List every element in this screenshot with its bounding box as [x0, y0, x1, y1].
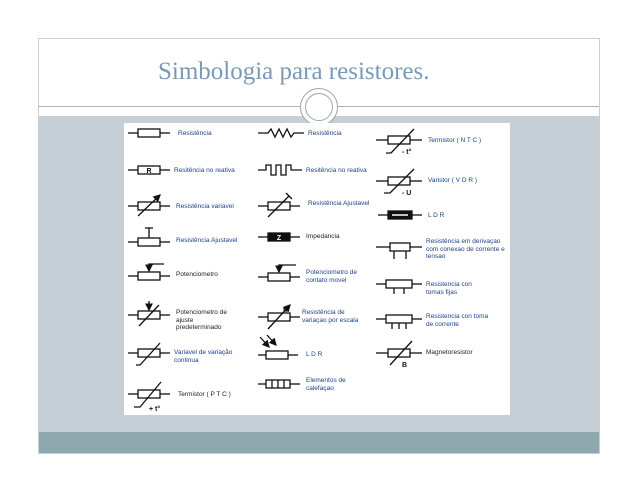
c2-r1-label: Resistência: [308, 130, 342, 137]
c3-r6-label: Resistencia con toma de corrente: [426, 313, 489, 328]
c1-r5-label: Potenciometro: [176, 271, 218, 278]
c1-r6-preset-potentiometer-symbol: [128, 301, 170, 327]
c2-r7-label: L D R: [306, 351, 323, 358]
c3-r3-label: L D R: [428, 212, 445, 219]
footer-band: [39, 432, 599, 453]
c2-r5-moving-contact-potentiometer-symbol: [258, 264, 300, 282]
c1-r5-potentiometer-symbol: [128, 263, 170, 281]
c3-r3-ldr-symbol: [378, 210, 422, 220]
c2-r3-label: Resistência Ajustavel: [308, 200, 370, 207]
c2-r4-code: Z: [277, 235, 282, 242]
c2-r6-stepped-variable-resistor-symbol: [258, 304, 300, 330]
c3-r5-fixed-taps-resistor-symbol: [376, 279, 422, 294]
c2-r8-heating-element-symbol: [258, 379, 300, 389]
c1-r7-continuous-variable-resistor-symbol: [128, 342, 170, 366]
c3-r6-current-tap-resistor-symbol: [376, 314, 422, 329]
c1-r1-resistor-symbol: [128, 128, 170, 138]
c2-r2-non-reactive-resistor-symbol: [258, 164, 302, 176]
c1-r1-label: Resistência: [178, 130, 212, 137]
c3-r4-label: Resistência em derivaçao com conexao de …: [426, 238, 505, 260]
c3-r7-magnetoresistor-symbol: B: [376, 340, 422, 369]
c3-r2-mark: - U: [402, 190, 411, 197]
c1-r2-non-reactive-resistor-symbol: R: [128, 165, 170, 175]
c2-r1-resistor-zigzag-symbol: [258, 127, 304, 139]
c2-r4-impedance-symbol: Z: [258, 232, 300, 242]
c2-r6-label: Resistência de variaçao por escala: [302, 309, 359, 324]
c1-r8-ptc-thermistor-symbol: + t°: [128, 381, 170, 413]
c3-r1-ntc-thermistor-symbol: - t°: [376, 128, 422, 156]
c2-r5-label: Potenciometro de contato movel: [306, 269, 357, 284]
c1-r2-label: Resitência no reativa: [174, 167, 235, 174]
symbols-table: R + t°: [124, 123, 510, 415]
c3-r7-label: Magnetoresistor: [426, 349, 473, 356]
c2-r4-label: Impedancia: [306, 233, 340, 240]
c3-r1-label: Termistor ( N T C ): [428, 137, 482, 144]
c1-r3-label: Resistência variavel: [176, 203, 234, 210]
c1-r7-label: Variavel de variação continua: [174, 349, 233, 364]
c3-r7-mark: B: [402, 362, 407, 369]
c1-r4-label: Resistência Ajustavel: [176, 237, 238, 244]
c2-r8-label: Elementos de calefaçao: [306, 377, 346, 392]
slide-title: Simbologia para resistores.: [158, 58, 430, 85]
c2-r3-adjustable-resistor-symbol: [258, 192, 300, 218]
c3-r2-label: Varistor ( V D R ): [428, 177, 477, 184]
symbols-drawing: R + t°: [128, 127, 422, 413]
c3-r2-varistor-symbol: - U: [376, 168, 422, 197]
c1-r8-label: Termistor ( P T C ): [178, 391, 231, 398]
c1-r8-mark: + t°: [149, 405, 160, 413]
c1-r4-adjustable-resistor-symbol: [128, 227, 170, 247]
c1-r2-code: R: [146, 168, 151, 175]
c2-r7-ldr-symbol: [258, 334, 298, 360]
c3-r1-mark: - t°: [402, 148, 412, 156]
c1-r3-variable-resistor-symbol: [128, 194, 170, 217]
c1-r6-label: Potenciometro de ajuste predeterminado: [176, 309, 227, 331]
divider-ring-ornament: [300, 88, 338, 126]
c3-r5-label: Resistencia con tomas fijas: [426, 281, 472, 296]
c2-r2-label: Resitência no reativa: [306, 167, 367, 174]
c3-r4-derivation-resistor-symbol: [376, 242, 422, 259]
